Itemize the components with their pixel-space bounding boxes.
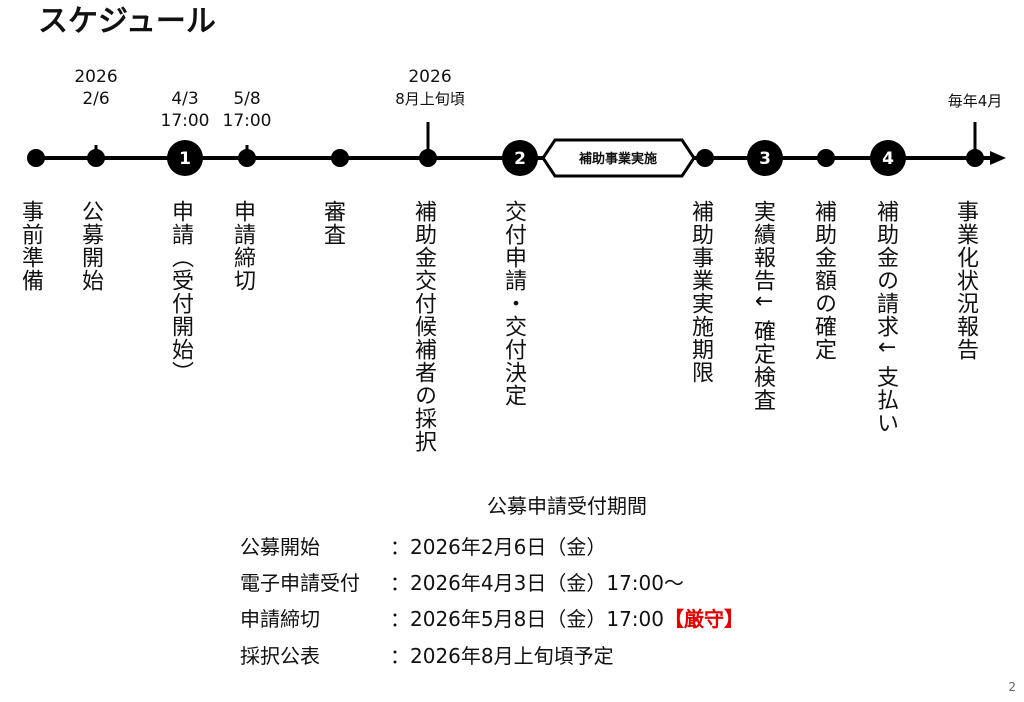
timeline-dot: [419, 149, 437, 167]
row-label: 電子申請受付: [240, 571, 360, 595]
step-number: 4: [882, 149, 894, 169]
row-value: ：2026年8月上旬頃予定: [390, 644, 614, 668]
period-row: 申請締切 ：2026年5月8日（金）17:00【厳守】: [240, 603, 744, 632]
phase-label: 補助事業実施: [578, 151, 657, 167]
row-value: ：2026年4月3日（金）17:00～: [390, 571, 684, 595]
timeline-dot: [238, 149, 256, 167]
step-label: 補助金の請求↓ 支払い: [873, 200, 898, 435]
step-label: 交付申請・交付決定: [501, 200, 526, 407]
row-value: ：2026年2月6日（金）: [390, 535, 607, 559]
date-month: 8月上旬頃: [395, 90, 465, 108]
row-label: 申請締切: [240, 607, 320, 631]
date-year: 2026: [408, 67, 452, 87]
period-row: 採択公表 ：2026年8月上旬頃予定: [240, 640, 614, 669]
step-circle-1: [167, 140, 203, 176]
timeline-dot: [331, 149, 349, 167]
period-title: 公募申請受付期間: [487, 494, 647, 518]
step-circle-2: [502, 140, 538, 176]
date-day: 2/6: [82, 89, 110, 109]
step-label: 申請締切: [230, 200, 255, 292]
step-label: 事業化状況報告: [953, 200, 978, 361]
timeline-dot: [817, 149, 835, 167]
page-number: 2: [1008, 680, 1016, 694]
arrow-head-icon: [990, 151, 1006, 165]
period-row: 電子申請受付 ：2026年4月3日（金）17:00～: [240, 567, 684, 596]
step-label: 申請（受付開始）: [168, 200, 193, 384]
phase-hexagon: [541, 138, 696, 178]
timeline-dot: [87, 149, 105, 167]
row-label: 採択公表: [240, 644, 320, 668]
date-day: 4/3: [171, 89, 199, 109]
date-label-saitaku: 2026 8月上旬頃: [395, 66, 465, 110]
strict-note: 【厳守】: [663, 607, 744, 631]
step-label: 補助金額の確定: [811, 200, 836, 361]
step-label: 補助事業実施期限: [688, 200, 713, 384]
step-label: 実績報告↓ 確定検査: [750, 200, 775, 412]
step-number: 1: [179, 149, 191, 169]
step-label: 公募開始: [78, 200, 103, 292]
step-label: 補助金交付候補者の採択: [411, 200, 436, 453]
step-circle-4: [870, 140, 906, 176]
step-circle-3: [747, 140, 783, 176]
date-day: 5/8: [233, 89, 261, 109]
step-label: 審査: [320, 200, 345, 246]
step-number: 2: [514, 149, 526, 169]
step-number: 3: [759, 149, 771, 169]
timeline-dot: [966, 149, 984, 167]
step-label: 事前準備: [18, 200, 43, 292]
row-label: 公募開始: [240, 535, 320, 559]
date-time: 17:00: [222, 111, 272, 131]
period-row: 公募開始 ：2026年2月6日（金）: [240, 531, 606, 560]
page-title: スケジュール: [38, 4, 216, 39]
timeline-dot: [696, 149, 714, 167]
date-year: 2026: [74, 67, 118, 87]
date-time: 17:00: [160, 111, 210, 131]
date-label-annual: 毎年4月: [947, 92, 1003, 110]
timeline-dot: [27, 149, 45, 167]
row-value: ：2026年5月8日（金）17:00: [390, 607, 664, 631]
